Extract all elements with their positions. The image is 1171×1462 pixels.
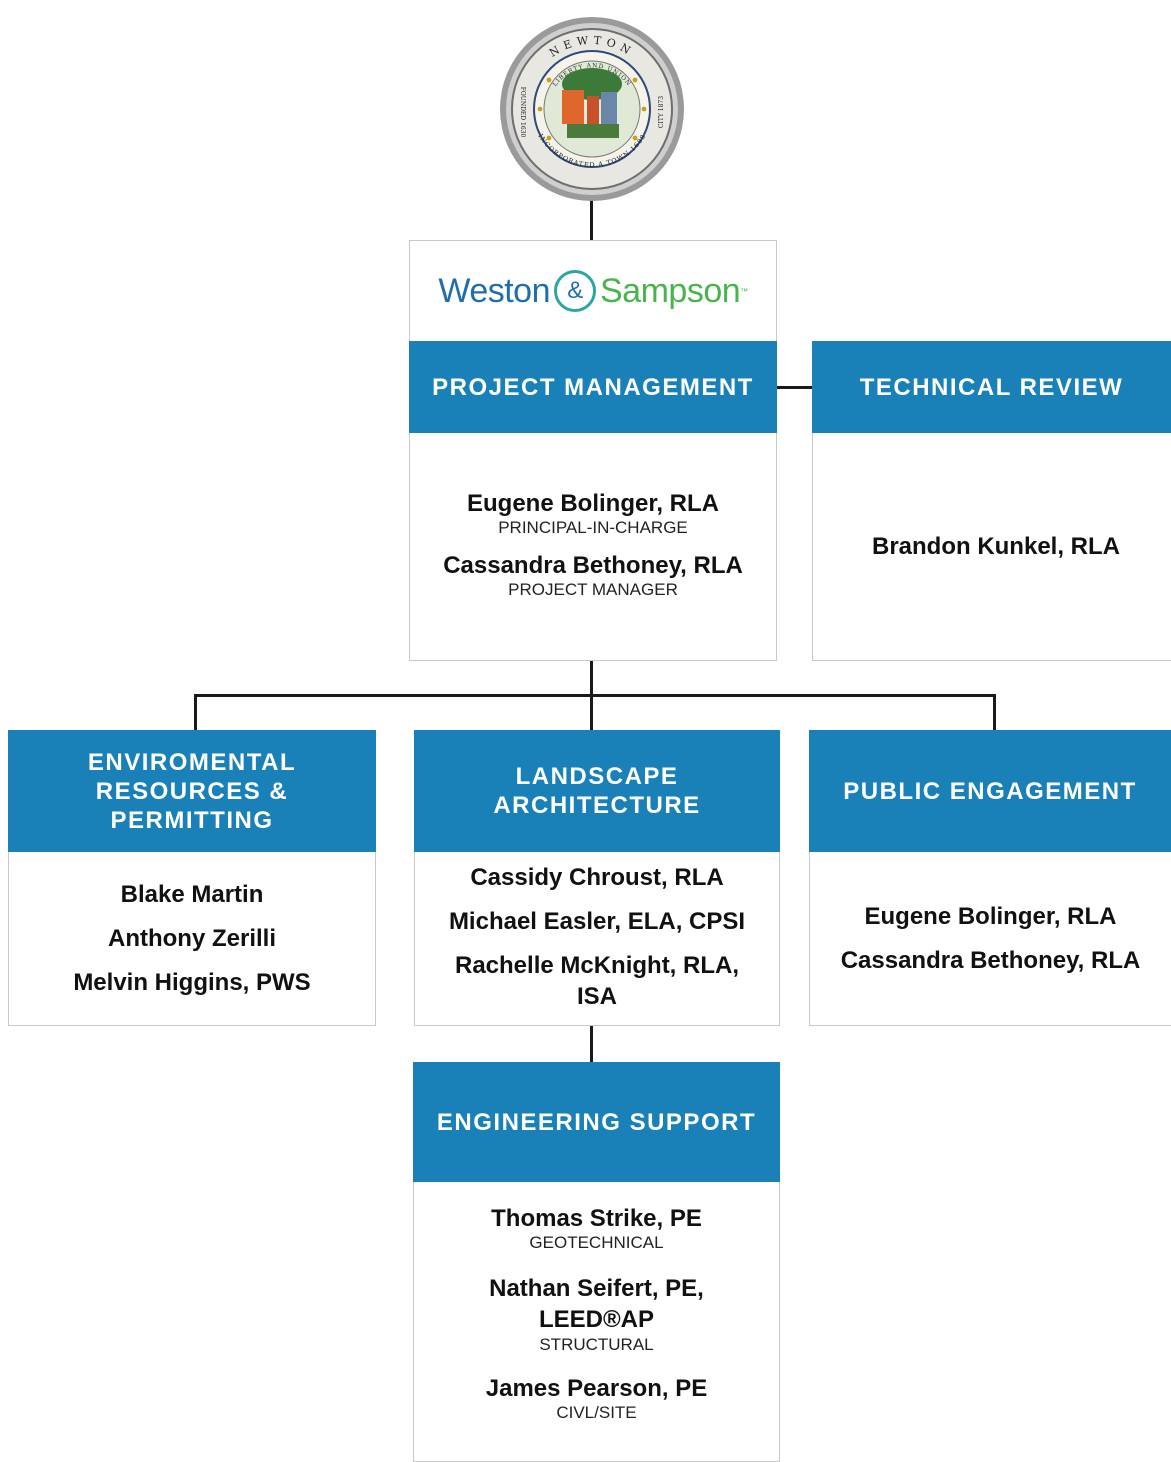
connector-to-environmental [194, 694, 197, 732]
person-role: CIVL/SITE [556, 1403, 637, 1422]
person-name: Brandon Kunkel, RLA [871, 533, 1120, 560]
seal-left-text: FOUNDED 1630 [519, 87, 526, 138]
engineering-support-title: ENGINEERING SUPPORT [436, 1108, 757, 1136]
person-entry: Eugene Bolinger, RLA PRINCIPAL-IN-CHARGE [467, 490, 719, 538]
landscape-title-line: LANDSCAPE [515, 763, 679, 790]
environmental-header: ENVIROMENTAL RESOURCES & PERMITTING [8, 730, 376, 852]
person-entry: Thomas Strike, PE GEOTECHNICAL [491, 1205, 702, 1253]
weston-sampson-logo: Weston & Sampson ™ [410, 258, 776, 324]
connector-horizontal-bar [194, 694, 996, 697]
person-role: GEOTECHNICAL [529, 1233, 664, 1252]
environmental-title-line: RESOURCES & [95, 777, 289, 805]
person-role: STRUCTURAL [539, 1335, 654, 1354]
person-name: Eugene Bolinger, RLA [864, 903, 1117, 930]
logo-word-sampson: Sampson [600, 271, 741, 310]
person-name: Rachelle McKnight, RLA, [454, 952, 740, 979]
environmental-title-line: ENVIROMENTAL [87, 748, 297, 776]
connector-to-public [993, 694, 996, 732]
city-seal: NEWTON LIBERTY AND UNION INCORPORATED A … [497, 14, 687, 204]
person-name: Eugene Bolinger, RLA [466, 490, 720, 517]
environmental-title-line: PERMITTING [110, 806, 274, 834]
logo-word-weston: Weston [438, 271, 550, 310]
logo-trademark: ™ [740, 286, 748, 296]
person-name: Michael Easler, ELA, CPSI [448, 908, 746, 935]
engineering-support-people: Thomas Strike, PE GEOTECHNICAL Nathan Se… [414, 1205, 779, 1445]
person-name: ISA [576, 983, 617, 1010]
landscape-people: Cassidy Chroust, RLA Michael Easler, ELA… [415, 856, 779, 1022]
person-entry: James Pearson, PE CIVL/SITE [486, 1375, 707, 1423]
connector-landscape-to-engineering [590, 1025, 593, 1065]
seal-right-text: CITY 1873 [658, 96, 665, 128]
project-management-header: PROJECT MANAGEMENT [409, 341, 777, 433]
project-management-title: PROJECT MANAGEMENT [432, 373, 754, 401]
person-name: Thomas Strike, PE [491, 1205, 702, 1232]
person-name: LEED®AP [538, 1306, 654, 1333]
public-engagement-header: PUBLIC ENGAGEMENT [809, 730, 1171, 852]
person-name: Anthony Zerilli [108, 925, 276, 952]
person-role: PRINCIPAL-IN-CHARGE [498, 518, 688, 537]
connector-pm-to-technical [776, 386, 814, 389]
person-name: Blake Martin [120, 881, 264, 908]
person-name: Melvin Higgins, PWS [73, 969, 311, 996]
engineering-support-header: ENGINEERING SUPPORT [413, 1062, 780, 1182]
environmental-people: Blake Martin Anthony Zerilli Melvin Higg… [9, 853, 375, 1025]
person-name: Nathan Seifert, PE, [489, 1275, 704, 1302]
person-name: Cassandra Bethoney, RLA [840, 947, 1141, 974]
person-name: Cassandra Bethoney, RLA [443, 552, 743, 579]
landscape-title-line: ARCHITECTURE [493, 792, 701, 819]
connector-seal-to-logo [590, 196, 593, 242]
landscape-header: LANDSCAPE ARCHITECTURE [414, 730, 780, 852]
logo-ampersand: & [554, 270, 596, 312]
public-engagement-people: Eugene Bolinger, RLA Cassandra Bethoney,… [810, 853, 1171, 1025]
person-name: Cassidy Chroust, RLA [470, 864, 724, 891]
technical-review-people: Brandon Kunkel, RLA [813, 434, 1171, 660]
project-management-people: Eugene Bolinger, RLA PRINCIPAL-IN-CHARGE… [410, 470, 776, 620]
technical-review-header: TECHNICAL REVIEW [812, 341, 1171, 433]
person-name: James Pearson, PE [485, 1375, 708, 1402]
public-engagement-title: PUBLIC ENGAGEMENT [843, 777, 1137, 805]
project-management-box [409, 240, 777, 661]
technical-review-title: TECHNICAL REVIEW [859, 373, 1124, 401]
person-entry: Nathan Seifert, PE, LEED®AP STRUCTURAL [489, 1273, 704, 1355]
person-entry: Cassandra Bethoney, RLA PROJECT MANAGER [443, 552, 743, 600]
person-role: PROJECT MANAGER [508, 580, 678, 599]
